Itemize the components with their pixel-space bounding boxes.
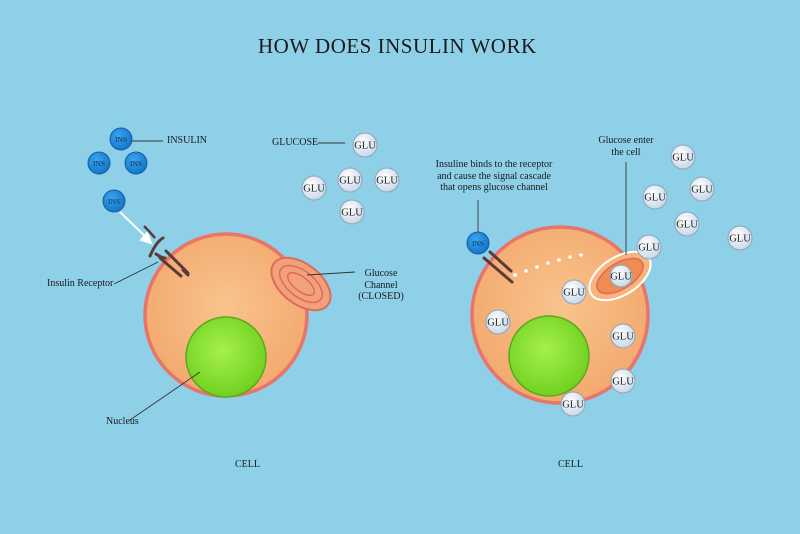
glu-molecule: GLU <box>727 225 753 251</box>
glu-molecule: GLU <box>689 176 715 202</box>
right-insulin-receptor <box>482 250 514 284</box>
insulin-arrow <box>119 211 153 245</box>
ins-molecule: INS <box>124 151 148 175</box>
glu-molecule: GLU <box>674 211 700 237</box>
glu-molecule-in-channel: GLU <box>609 264 633 288</box>
svg-text:GLU: GLU <box>563 288 585 299</box>
binds-label-line-3: that opens glucose channel <box>440 182 548 193</box>
glu-molecule: GLU <box>337 167 363 193</box>
svg-text:GLU: GLU <box>676 220 698 231</box>
svg-text:INS: INS <box>472 239 484 248</box>
svg-text:GLU: GLU <box>638 243 660 254</box>
ins-molecule: INS <box>87 151 111 175</box>
svg-text:GLU: GLU <box>354 141 376 152</box>
glucose-label: GLUCOSE <box>272 137 319 148</box>
svg-text:INS: INS <box>93 159 105 168</box>
svg-text:GLU: GLU <box>341 208 363 219</box>
binds-label: Insuline binds to the receptor and cause… <box>426 159 562 194</box>
glu-molecule: GLU <box>670 144 696 170</box>
glu-molecule: GLU <box>610 323 636 349</box>
svg-text:GLU: GLU <box>612 377 634 388</box>
right-cell-label: CELL <box>558 459 583 470</box>
svg-text:INS: INS <box>115 135 127 144</box>
ins-molecule: INS <box>102 189 126 213</box>
channel-leader <box>306 271 356 276</box>
glucose-channel-label-line-3: (CLOSED) <box>358 291 404 302</box>
svg-text:GLU: GLU <box>610 272 632 283</box>
svg-text:GLU: GLU <box>691 185 713 196</box>
glu-molecule: GLU <box>352 132 378 158</box>
svg-text:INS: INS <box>130 159 142 168</box>
glucose-channel-label: Glucose Channel (CLOSED) <box>346 268 416 303</box>
svg-text:GLU: GLU <box>729 234 751 245</box>
nucleus-label: Nucleus <box>106 416 139 427</box>
ins-molecule-bound: INS <box>466 231 490 255</box>
binds-label-line-2: and cause the signal cascade <box>437 170 551 182</box>
svg-text:GLU: GLU <box>303 184 325 195</box>
binds-label-line-1: Insuline binds to the receptor <box>435 159 553 170</box>
glucose-molecules: GLU GLU GLU GLU GLU GLU GLU GLU GLU GLU GLU GLU GLU G… <box>301 132 753 417</box>
page-title: HOW DOES INSULIN WORK <box>258 34 537 58</box>
glucose-enter-label-line-1: Glucose enter <box>598 135 654 146</box>
glucose-enter-label-line-2: the cell <box>611 146 641 158</box>
svg-text:GLU: GLU <box>612 332 634 343</box>
glu-molecule: GLU <box>374 167 400 193</box>
svg-text:GLU: GLU <box>644 193 666 204</box>
glu-molecule: GLU <box>636 234 662 260</box>
nucleus-leader <box>129 371 201 421</box>
glu-molecule: GLU <box>485 309 511 335</box>
glu-molecule: GLU <box>339 199 365 225</box>
glucose-channel-label-line-2: Channel <box>364 279 398 291</box>
svg-text:GLU: GLU <box>376 176 398 187</box>
receptor-leader <box>113 261 159 285</box>
glu-molecule: GLU <box>561 279 587 305</box>
glucose-channel-label-line-1: Glucose <box>364 268 398 279</box>
glu-molecule: GLU <box>642 184 668 210</box>
insulin-label: INSULIN <box>167 135 207 146</box>
glu-molecule: GLU <box>301 175 327 201</box>
svg-text:GLU: GLU <box>672 153 694 164</box>
right-nucleus <box>508 315 590 397</box>
signal-cascade-dots <box>513 253 583 277</box>
glucose-channel-closed <box>270 256 332 312</box>
glu-molecule: GLU <box>610 368 636 394</box>
svg-text:INS: INS <box>108 197 120 206</box>
left-cell-label: CELL <box>235 459 260 470</box>
svg-text:GLU: GLU <box>562 400 584 411</box>
svg-text:GLU: GLU <box>339 176 361 187</box>
ins-molecule: INS <box>109 127 133 151</box>
left-insulin-receptor <box>148 236 190 278</box>
insulin-receptor-label: Insulin Receptor <box>47 278 114 289</box>
glu-molecule: GLU <box>560 391 586 417</box>
glucose-enter-label: Glucose enter the cell <box>591 135 661 158</box>
svg-text:GLU: GLU <box>487 318 509 329</box>
left-nucleus <box>185 316 267 398</box>
